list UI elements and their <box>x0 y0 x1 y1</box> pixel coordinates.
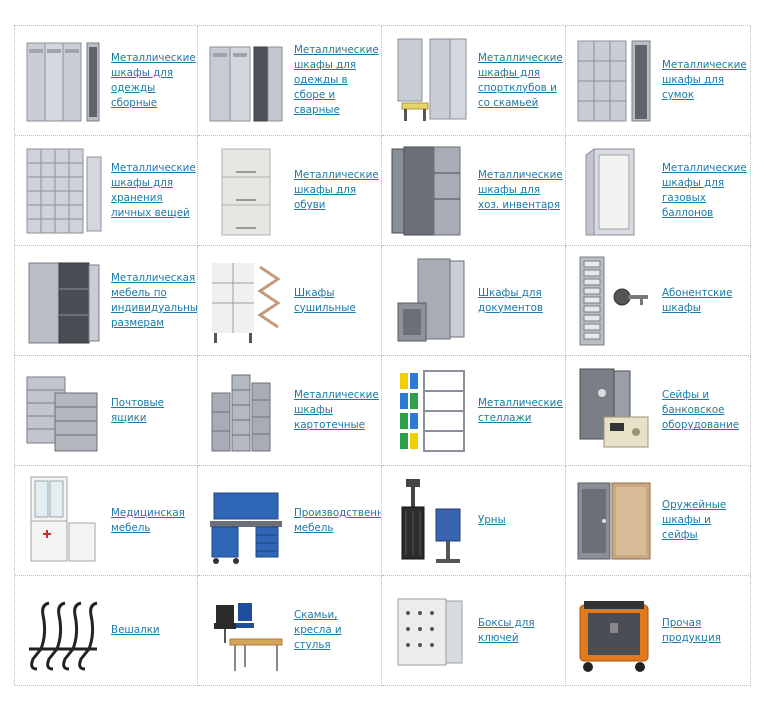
personal-locker-icon[interactable] <box>23 143 103 239</box>
catalog-item-link[interactable]: Производственная мебель <box>294 506 381 534</box>
catalog-item[interactable]: Скамьи, кресла и стулья <box>198 576 382 686</box>
catalog-item-link[interactable]: Почтовые ящики <box>111 396 164 424</box>
catalog-item[interactable]: Металлические шкафы для сумок <box>566 26 751 136</box>
catalog-item[interactable]: Боксы для ключей <box>382 576 566 686</box>
locker-bench-icon[interactable] <box>390 33 470 129</box>
catalog-item[interactable]: Металлические шкафы для спортклубов и со… <box>382 26 566 136</box>
shoe-cabinet-icon[interactable] <box>206 143 286 239</box>
catalog-item-link[interactable]: Вешалки <box>111 624 160 636</box>
catalog-item-link[interactable]: Оружейные шкафы и сейфы <box>662 499 727 541</box>
catalog-item[interactable]: Абонентские шкафы <box>566 246 751 356</box>
catalog-item[interactable]: Металлические шкафы для газовых баллонов <box>566 136 751 246</box>
mailbox-icon[interactable] <box>23 363 103 459</box>
gas-cylinder-cabinet-icon[interactable] <box>574 143 654 239</box>
drying-cabinet-icon[interactable] <box>206 253 286 349</box>
catalog-item[interactable]: Металлические шкафы для одежды в сборе и… <box>198 26 382 136</box>
catalog-item[interactable]: Металлические шкафы для хранения личных … <box>15 136 198 246</box>
catalog-item[interactable]: Сейфы и банковское оборудование <box>566 356 751 466</box>
locker-cabinets-icon[interactable] <box>23 33 103 129</box>
catalog-item-link[interactable]: Металлические шкафы для обуви <box>294 169 379 211</box>
catalog-grid: Металлические шкафы для одежды сборные М… <box>14 25 751 686</box>
catalog-item-link[interactable]: Металлические шкафы для спортклубов и со… <box>478 51 563 109</box>
workbench-icon[interactable] <box>206 473 286 569</box>
catalog-item-link[interactable]: Боксы для ключей <box>478 616 535 644</box>
catalog-item-link[interactable]: Шкафы для документов <box>478 286 543 314</box>
catalog-item-link[interactable]: Металлические шкафы для одежды сборные <box>111 51 196 109</box>
key-box-icon[interactable] <box>574 253 654 349</box>
catalog-item[interactable]: Металлическая мебель по индивидуальным р… <box>15 246 198 356</box>
welded-locker-icon[interactable] <box>206 33 286 129</box>
chairs-icon[interactable] <box>206 583 286 679</box>
catalog-item[interactable]: Металлические шкафы для хоз. инвентаря <box>382 136 566 246</box>
catalog-item[interactable]: Урны <box>382 466 566 576</box>
catalog-item-link[interactable]: Металлические стеллажи <box>478 396 563 424</box>
catalog-item[interactable]: Металлические шкафы картотечные <box>198 356 382 466</box>
document-cabinet-icon[interactable] <box>390 253 470 349</box>
catalog-item-link[interactable]: Сейфы и банковское оборудование <box>662 389 740 431</box>
catalog-item-link[interactable]: Металлические шкафы картотечные <box>294 389 379 431</box>
safe-icon[interactable] <box>574 363 654 459</box>
catalog-item[interactable]: Медицинская мебель <box>15 466 198 576</box>
catalog-item[interactable]: Металлические шкафы для одежды сборные <box>15 26 198 136</box>
file-cabinet-icon[interactable] <box>206 363 286 459</box>
catalog-item[interactable]: Производственная мебель <box>198 466 382 576</box>
key-cabinet-icon[interactable] <box>390 583 470 679</box>
custom-cabinet-icon[interactable] <box>23 253 103 349</box>
misc-products-icon[interactable] <box>574 583 654 679</box>
catalog-item-link[interactable]: Скамьи, кресла и стулья <box>294 609 342 651</box>
catalog-item-link[interactable]: Шкафы сушильные <box>294 286 356 314</box>
catalog-item[interactable]: Металлические стеллажи <box>382 356 566 466</box>
trash-bin-icon[interactable] <box>390 473 470 569</box>
bag-locker-icon[interactable] <box>574 33 654 129</box>
catalog-item[interactable]: Вешалки <box>15 576 198 686</box>
catalog-item-link[interactable]: Металлические шкафы для одежды в сборе и… <box>294 44 379 116</box>
catalog-item-link[interactable]: Медицинская мебель <box>111 506 185 534</box>
catalog-item-link[interactable]: Урны <box>478 514 506 526</box>
shelving-icon[interactable] <box>390 363 470 459</box>
medical-cabinet-icon[interactable] <box>23 473 103 569</box>
utility-cabinet-icon[interactable] <box>390 143 470 239</box>
catalog-item[interactable]: Прочая продукция <box>566 576 751 686</box>
coat-hanger-icon[interactable] <box>23 583 103 679</box>
catalog-item-link[interactable]: Металлическая мебель по индивидуальным р… <box>111 271 198 329</box>
catalog-item[interactable]: Шкафы для документов <box>382 246 566 356</box>
catalog-item-link[interactable]: Металлические шкафы для хранения личных … <box>111 161 196 219</box>
catalog-item[interactable]: Шкафы сушильные <box>198 246 382 356</box>
catalog-item[interactable]: Металлические шкафы для обуви <box>198 136 382 246</box>
catalog-item-link[interactable]: Металлические шкафы для сумок <box>662 59 747 101</box>
gun-safe-icon[interactable] <box>574 473 654 569</box>
catalog-item-link[interactable]: Металлические шкафы для газовых баллонов <box>662 161 747 219</box>
catalog-item[interactable]: Почтовые ящики <box>15 356 198 466</box>
catalog-item-link[interactable]: Абонентские шкафы <box>662 286 733 314</box>
catalog-item[interactable]: Оружейные шкафы и сейфы <box>566 466 751 576</box>
catalog-item-link[interactable]: Металлические шкафы для хоз. инвентаря <box>478 169 563 211</box>
catalog-item-link[interactable]: Прочая продукция <box>662 616 721 644</box>
